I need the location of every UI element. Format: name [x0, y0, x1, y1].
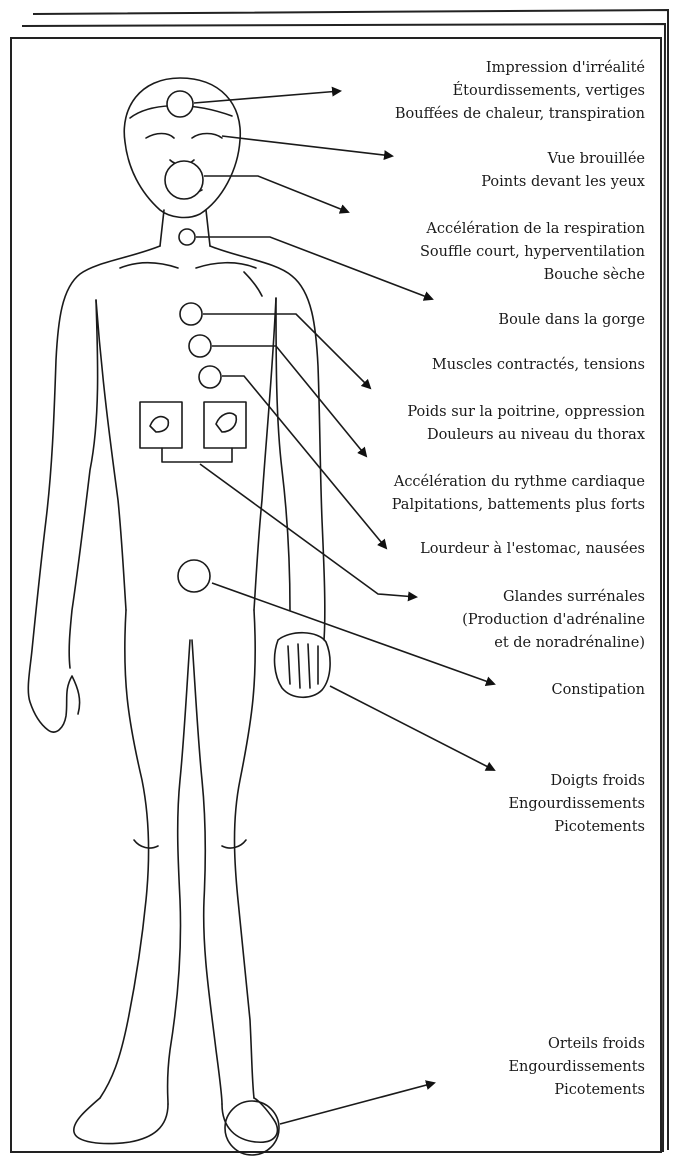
chest-marker [199, 366, 221, 388]
label-line: Points devant les yeux [481, 171, 645, 194]
label-line: Vue brouillée [481, 148, 645, 171]
label-eyes: Vue brouillée Points devant les yeux [481, 148, 645, 194]
mouth-marker [165, 161, 203, 199]
label-line: Engourdissements [508, 793, 645, 816]
muscle-marker [189, 335, 211, 357]
label-line: Muscles contractés, tensions [432, 354, 645, 377]
label-line: Palpitations, battements plus forts [392, 494, 645, 517]
label-line: Étourdissements, vertiges [395, 80, 645, 103]
throat-ball-marker [180, 303, 202, 325]
label-line: Accélération de la respiration [420, 218, 645, 241]
label-fingers: Doigts froids Engourdissements Picotemen… [508, 770, 645, 839]
label-line: (Production d'adrénaline [462, 609, 645, 632]
label-constipation: Constipation [551, 679, 645, 702]
label-line: Engourdissements [508, 1056, 645, 1079]
label-line: Douleurs au niveau du thorax [407, 424, 645, 447]
label-line: et de noradrénaline) [462, 632, 645, 655]
stomach-marker [178, 560, 210, 592]
label-line: Doigts froids [508, 770, 645, 793]
label-heart: Accélération du rythme cardiaque Palpita… [392, 471, 645, 517]
label-line: Bouffées de chaleur, transpiration [395, 103, 645, 126]
label-line: Picotements [508, 1079, 645, 1102]
label-line: Orteils froids [508, 1033, 645, 1056]
label-line: Impression d'irréalité [395, 57, 645, 80]
label-chest: Poids sur la poitrine, oppression Douleu… [407, 401, 645, 447]
label-toes: Orteils froids Engourdissements Picoteme… [508, 1033, 645, 1102]
label-line: Poids sur la poitrine, oppression [407, 401, 645, 424]
label-breathing: Accélération de la respiration Souffle c… [420, 218, 645, 287]
label-throat: Boule dans la gorge [498, 309, 645, 332]
label-line: Boule dans la gorge [498, 309, 645, 332]
label-head: Impression d'irréalité Étourdissements, … [395, 57, 645, 126]
label-stomach: Lourdeur à l'estomac, nausées [420, 538, 645, 561]
label-line: Picotements [508, 816, 645, 839]
head-marker [167, 91, 193, 117]
label-line: Bouche sèche [420, 264, 645, 287]
label-line: Glandes surrénales [462, 586, 645, 609]
label-line: Accélération du rythme cardiaque [392, 471, 645, 494]
label-line: Constipation [551, 679, 645, 702]
throat-marker [179, 229, 195, 245]
label-line: Lourdeur à l'estomac, nausées [420, 538, 645, 561]
label-muscles: Muscles contractés, tensions [432, 354, 645, 377]
label-adrenal: Glandes surrénales (Production d'adrénal… [462, 586, 645, 655]
label-line: Souffle court, hyperventilation [420, 241, 645, 264]
